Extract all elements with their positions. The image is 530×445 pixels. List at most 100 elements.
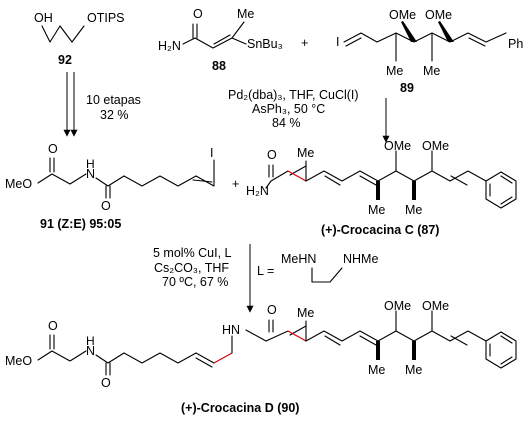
crocacin-d-label: (+)-Crocacina D (90): [181, 401, 299, 415]
wedge-bond: [438, 21, 454, 42]
methyl-label: Me: [237, 7, 254, 21]
new-bond-highlight: [287, 330, 307, 342]
methoxy-label: OMe: [425, 8, 452, 22]
methyl-label: Me: [386, 64, 403, 78]
methyl-label: Me: [405, 203, 422, 217]
iodo-label: I: [336, 35, 339, 49]
alkene-double-bonds: [324, 335, 468, 346]
ester-chain: [37, 350, 87, 362]
polyene-chain: [305, 170, 487, 182]
step-3-yield: 70 ºC, 67 %: [162, 275, 228, 289]
methoxy-label: OMe: [384, 139, 411, 153]
alkene-double-bond: [213, 34, 231, 45]
carbonyl-oxygen-label: O: [193, 7, 203, 21]
methoxy-label: OMe: [384, 299, 411, 313]
methoxy-label: MeO: [5, 354, 32, 368]
carbonyl-bond: [268, 319, 274, 333]
amide-bond: [95, 352, 125, 364]
ester-oxygen-label: O: [48, 142, 58, 156]
methyl-label: Me: [297, 146, 314, 160]
ester-carbonyl: [49, 157, 55, 173]
phenyl-double-bonds: [489, 175, 513, 205]
phenyl-double-bonds: [489, 335, 513, 365]
carbonyl-oxygen-label: O: [267, 148, 277, 162]
phenyl-ring: [485, 331, 517, 369]
amide-backbone: [182, 21, 245, 49]
amide-hydrogen: H: [86, 157, 95, 171]
amide-bond: [95, 175, 125, 187]
compound-number-91: 91 (Z:E) 95:05: [40, 217, 121, 231]
tributylstannyl-label: SnBu₃: [247, 37, 283, 51]
methoxy-label: OMe: [389, 8, 416, 22]
ligand-equals: L =: [257, 264, 274, 278]
alkene-double-bonds: [324, 175, 468, 186]
wedge-bond: [401, 21, 417, 42]
plus-sign: +: [301, 36, 308, 50]
ligand-amine: MeHN: [281, 252, 316, 266]
compound-92: OH OTIPS 92: [34, 11, 125, 67]
step-3-base: Cs₂CO₃, THF: [154, 261, 229, 275]
otips-label: OTIPS: [87, 11, 125, 25]
alkyl-chain: [195, 352, 215, 364]
compound-89: I OMe OMe Me Me Ph 89: [336, 8, 523, 95]
methyl-bond: [376, 341, 380, 360]
alkenyl-chain: [195, 159, 215, 187]
methyl-bonds: [395, 32, 433, 62]
carbonyl-oxygen-label: O: [267, 303, 277, 317]
vinyl-iodide-double-bond: [345, 37, 362, 47]
methyl-label: Me: [423, 64, 440, 78]
methoxy-label: OMe: [422, 299, 449, 313]
step-1-conditions: 10 etapas: [86, 93, 141, 107]
methyl-label: Me: [368, 363, 385, 377]
phenyl-ring: [485, 171, 517, 209]
compound-number-92: 92: [58, 53, 72, 67]
compound-91: O MeO N H O I 91 (Z:E) 95:05: [5, 142, 215, 231]
methyl-bond: [376, 181, 380, 200]
amide-oxygen-label: O: [101, 376, 111, 390]
methoxy-label: OMe: [422, 139, 449, 153]
amide-hydrogen: H: [86, 334, 95, 348]
methyl-bond: [412, 341, 416, 360]
step-2-yield: 84 %: [272, 116, 301, 130]
alkyl-chain: [123, 175, 197, 187]
main-chain: [343, 32, 507, 43]
ester-oxygen-label: O: [48, 319, 58, 333]
alkene-double-bond: [192, 179, 213, 183]
methoxy-bonds: [395, 310, 433, 332]
step-3-catalyst: 5 mol% CuI, L: [153, 246, 232, 260]
amide-carbonyl: [105, 185, 111, 199]
step-2-conditions: AsPh₃, 50 °C: [252, 102, 325, 116]
amine-label: H₂N: [158, 39, 181, 53]
styrene-double-bond: [468, 37, 486, 47]
ligand-ethylene: [311, 267, 343, 283]
stannyl-bond: [231, 37, 247, 45]
alkyl-chain: [123, 352, 197, 364]
new-bond-highlight: [213, 352, 233, 364]
new-bond-highlight: [287, 170, 307, 182]
hydroxyl-label: OH: [34, 11, 53, 25]
propyl-chain: [41, 25, 85, 43]
compound-number-88: 88: [212, 59, 226, 73]
amide-bond: [245, 329, 267, 342]
methyl-label: Me: [368, 203, 385, 217]
enamide-nitrogen: HN: [222, 323, 240, 337]
step-1-yield: 32 %: [100, 108, 129, 122]
amine-label: H₂N: [246, 184, 269, 198]
ester-chain: [37, 173, 87, 185]
ligand-amine: NHMe: [343, 252, 378, 266]
compound-number-89: 89: [400, 81, 414, 95]
amide-nitrogen: N: [86, 167, 95, 181]
step-2-conditions: Pd₂(dba)₃, THF, CuCl(I): [228, 88, 359, 102]
crocacin-d: O MeO N H O HN O Me OMe OMe Me Me (+)-Cr…: [5, 299, 517, 415]
compound-88: O Me H₂N SnBu₃ 88: [158, 7, 283, 73]
methyl-bond: [412, 181, 416, 200]
phenyl-label: Ph: [508, 37, 523, 51]
polyene-chain: [305, 330, 487, 342]
iodo-label: I: [210, 146, 213, 160]
carbonyl-bond: [192, 23, 198, 39]
amide-carbonyl: [105, 362, 111, 376]
methyl-label: Me: [297, 306, 314, 320]
plus-sign: +: [232, 177, 239, 191]
dienamide-chain: [265, 330, 289, 342]
